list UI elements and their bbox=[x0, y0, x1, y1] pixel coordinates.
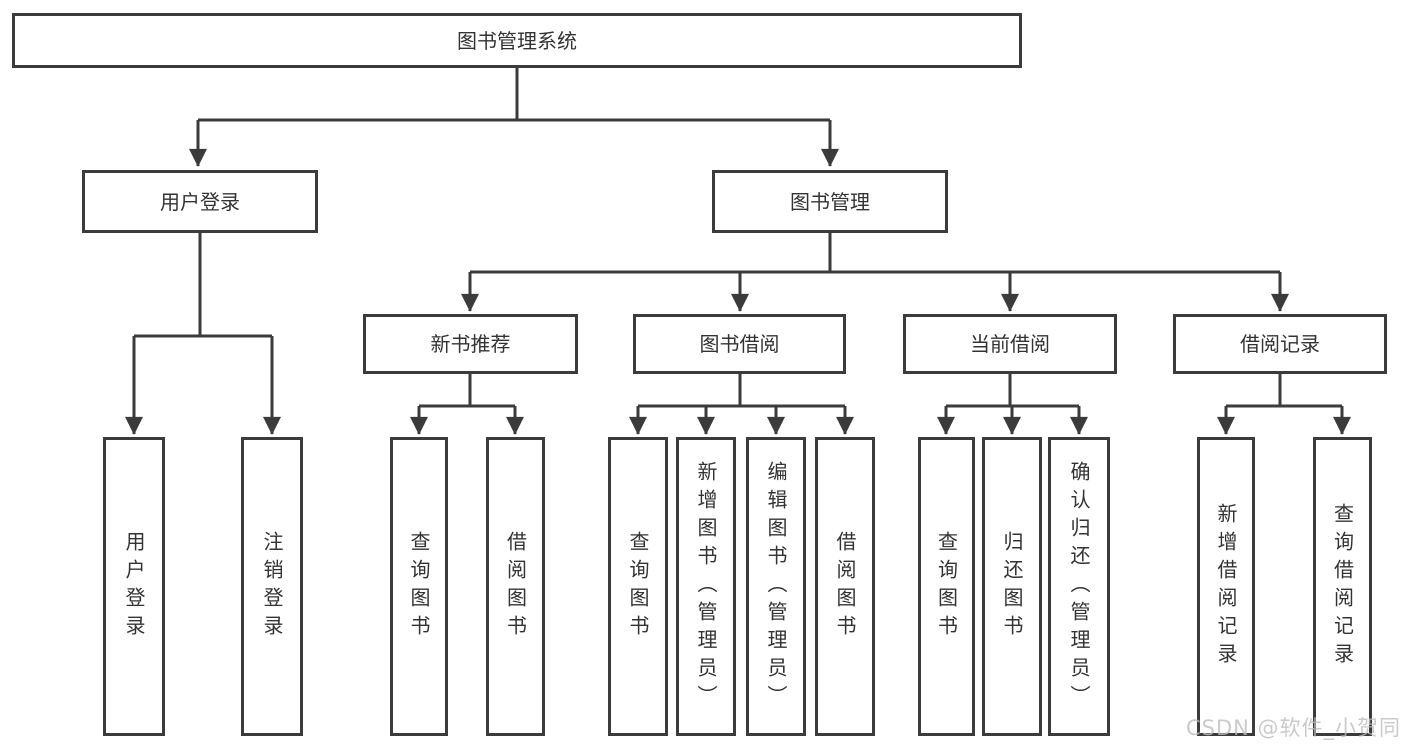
node-leaf-user-login-label: 用户登录 bbox=[122, 530, 146, 643]
node-new-book-recommend-label: 新书推荐 bbox=[430, 332, 511, 356]
node-bb-query-books: 查询图书 bbox=[608, 437, 668, 736]
node-user-login-label: 用户登录 bbox=[160, 189, 240, 214]
node-leaf-logout: 注销登录 bbox=[241, 437, 303, 736]
node-bb-edit-books: 编辑图书（管理员） bbox=[746, 437, 806, 736]
node-book-borrowing: 图书借阅 bbox=[633, 314, 846, 374]
node-current-borrowing-label: 当前借阅 bbox=[970, 332, 1050, 356]
node-cb-query-books: 查询图书 bbox=[918, 437, 975, 736]
node-cb-return-books: 归还图书 bbox=[982, 437, 1042, 736]
node-borrow-records: 借阅记录 bbox=[1173, 314, 1387, 374]
node-bb-borrow-books: 借阅图书 bbox=[815, 437, 875, 736]
node-bb-query-books-label: 查询图书 bbox=[626, 530, 650, 643]
watermark: CSDN @软件_小贺同学 bbox=[1186, 716, 1402, 747]
node-cb-confirm-return: 确认归还（管理员） bbox=[1048, 437, 1110, 736]
node-nbr-query-books: 查询图书 bbox=[390, 437, 448, 736]
node-nbr-query-books-label: 查询图书 bbox=[407, 530, 431, 643]
node-borrow-records-label: 借阅记录 bbox=[1240, 332, 1320, 356]
node-br-add-record-label: 新增借阅记录 bbox=[1214, 502, 1238, 671]
node-root-label: 图书管理系统 bbox=[457, 28, 577, 53]
node-bb-add-books: 新增图书（管理员） bbox=[676, 437, 736, 736]
node-cb-query-books-label: 查询图书 bbox=[934, 530, 959, 643]
node-nbr-borrow-books: 借阅图书 bbox=[486, 437, 545, 736]
node-bb-add-books-label: 新增图书（管理员） bbox=[694, 460, 718, 713]
node-book-management-label: 图书管理 bbox=[790, 189, 870, 214]
node-bb-borrow-books-label: 借阅图书 bbox=[833, 530, 857, 643]
node-cb-confirm-return-label: 确认归还（管理员） bbox=[1067, 460, 1091, 713]
node-br-add-record: 新增借阅记录 bbox=[1197, 437, 1255, 736]
node-book-management: 图书管理 bbox=[712, 170, 948, 233]
node-nbr-borrow-books-label: 借阅图书 bbox=[503, 530, 528, 643]
node-bb-edit-books-label: 编辑图书（管理员） bbox=[764, 460, 788, 713]
node-br-query-record: 查询借阅记录 bbox=[1313, 437, 1372, 736]
node-root: 图书管理系统 bbox=[12, 13, 1022, 68]
node-book-borrowing-label: 图书借阅 bbox=[699, 332, 780, 356]
node-leaf-user-login: 用户登录 bbox=[103, 437, 165, 736]
node-new-book-recommend: 新书推荐 bbox=[363, 314, 578, 374]
node-leaf-logout-label: 注销登录 bbox=[260, 530, 284, 643]
node-current-borrowing: 当前借阅 bbox=[903, 314, 1117, 374]
node-br-query-record-label: 查询借阅记录 bbox=[1330, 502, 1355, 671]
node-cb-return-books-label: 归还图书 bbox=[1000, 530, 1024, 643]
node-user-login: 用户登录 bbox=[82, 170, 318, 233]
